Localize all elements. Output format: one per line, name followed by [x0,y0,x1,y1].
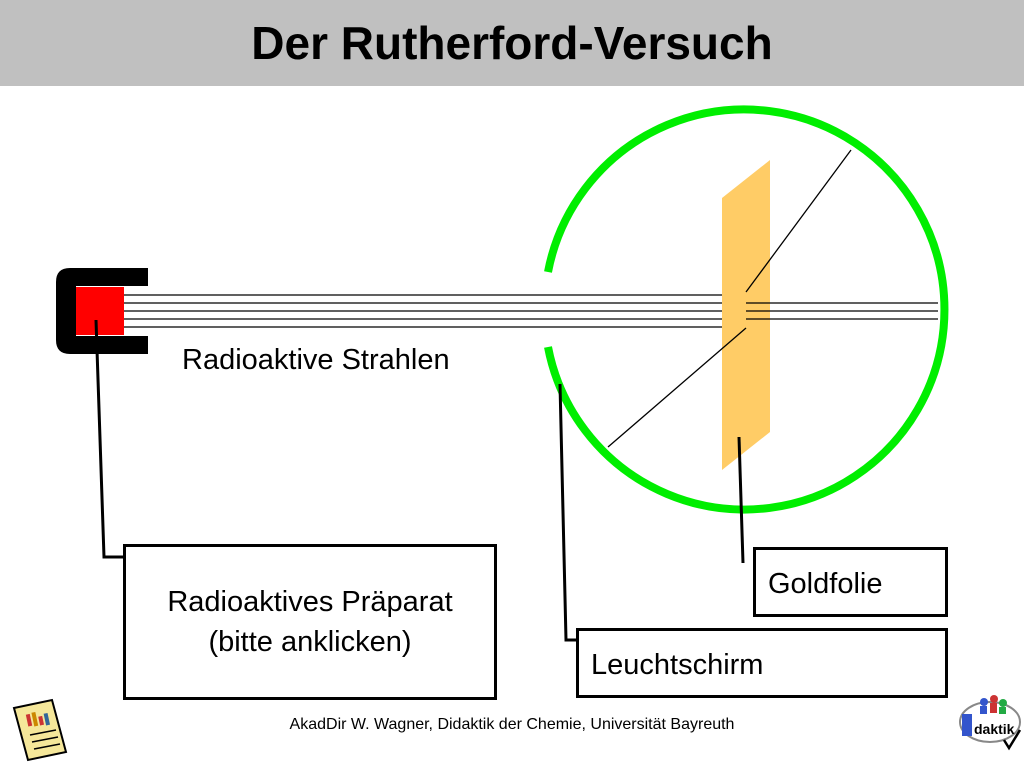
label-radioaktive-strahlen: Radioaktive Strahlen [182,344,450,376]
didaktik-logo-text: daktik [974,721,1015,737]
leader-line-leuchtschirm [558,383,576,642]
deflected-ray-up [745,149,852,293]
goldfolie-box: Goldfolie [753,547,948,617]
deflected-ray-down [607,327,747,448]
praeparat-line-1: Radioaktives Präparat [167,586,453,618]
radioactive-beam-incoming [124,294,722,328]
leader-line-goldfolie [737,436,745,564]
praeparat-line-2: (bitte anklicken) [208,626,412,658]
leader-line-praeparat [94,319,124,559]
goldfolie-shape [722,160,770,470]
goldfolie-label: Goldfolie [768,568,883,600]
leuchtschirm-label: Leuchtschirm [591,649,764,681]
didaktik-logo-icon: daktik [959,695,1022,751]
lead-shield [56,268,148,354]
footer-credit: AkadDir W. Wagner, Didaktik der Chemie, … [289,716,735,733]
slide-title: Der Rutherford-Versuch [251,17,773,69]
radioactive-source[interactable] [76,287,124,335]
radioactive-beam-transmitted [746,302,938,320]
title-bar: Der Rutherford-Versuch [0,0,1024,86]
leuchtschirm-box: Leuchtschirm [576,628,948,698]
praeparat-box[interactable]: Radioaktives Präparat (bitte anklicken) [123,544,497,700]
document-chart-icon[interactable] [12,698,68,762]
leuchtschirm-ring [544,105,949,514]
